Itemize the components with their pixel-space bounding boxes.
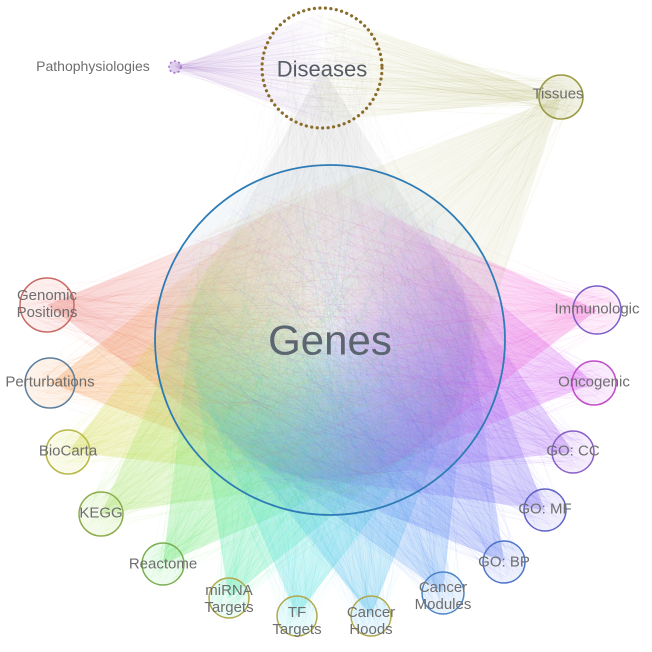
edge-fibers-genes-go-bp <box>164 197 523 582</box>
edge-fibers-genes-kegg <box>82 177 486 534</box>
node-circle-go-cc[interactable] <box>551 430 595 474</box>
edge-fibers-genes-go-mf <box>163 207 564 527</box>
node-circle-cancer-hoods[interactable] <box>350 595 392 637</box>
node-circle-mirna-targets[interactable] <box>208 577 250 619</box>
edge-fibers-genes-oncogenic <box>172 184 612 505</box>
node-circle-immunologic[interactable] <box>572 285 622 335</box>
node-circle-biocarta[interactable] <box>45 429 91 475</box>
node-circle-oncogenic[interactable] <box>571 360 617 406</box>
edge-fibers-diseases-tissues <box>268 13 580 117</box>
edge-fibers-genes-mirna-targets <box>174 180 482 616</box>
node-circle-cancer-modules[interactable] <box>421 571 465 615</box>
edge-fibers-genes-perturbations <box>30 176 473 499</box>
node-circle-kegg[interactable] <box>78 491 124 537</box>
edge-fibers-genes-cancer-modules <box>167 181 478 611</box>
node-circle-perturbations[interactable] <box>24 357 76 409</box>
edge-fibers-diseases-pathophysiologies <box>170 27 373 124</box>
edge-fibers-genes-diseases <box>166 13 494 503</box>
edge-bundle-haze-pathophysiologies <box>175 12 323 124</box>
edge-fibers-genes-reactome <box>145 174 474 582</box>
edge-fibers-genes-go-cc <box>167 190 589 489</box>
node-circle-pathophysiologies[interactable] <box>168 60 182 74</box>
node-circle-tissues[interactable] <box>538 74 584 120</box>
node-circle-reactome[interactable] <box>141 542 185 586</box>
edge-fibers-genes-immunologic <box>174 191 619 504</box>
node-circle-diseases[interactable] <box>260 6 384 130</box>
node-circle-genomic-positions[interactable] <box>19 277 75 333</box>
node-circle-go-bp[interactable] <box>482 540 526 584</box>
edge-bundle-haze-tissues <box>213 97 562 451</box>
node-circle-go-mf[interactable] <box>523 488 567 532</box>
node-circle-genes[interactable] <box>154 164 506 516</box>
edge-fibers-genes-cancer-hoods <box>172 173 493 633</box>
edge-fibers-genes-biocarta <box>49 172 487 499</box>
node-circle-tf-targets[interactable] <box>276 595 318 637</box>
edge-fibers-genes-tissues <box>213 79 578 498</box>
